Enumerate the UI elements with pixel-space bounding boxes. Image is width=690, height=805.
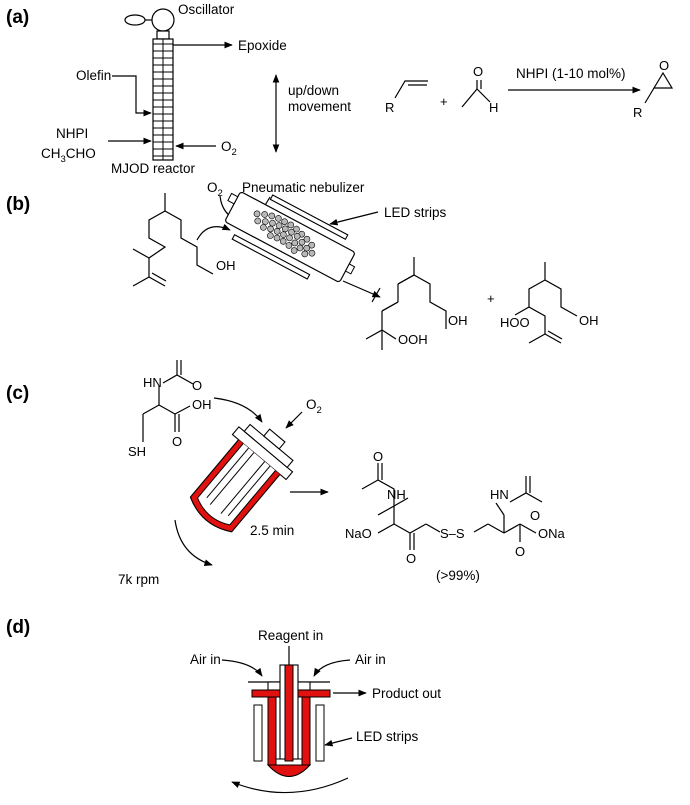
svg-text:O: O <box>515 544 525 559</box>
panel-c: (c) HN O OH O SH O2 <box>6 360 566 587</box>
svg-text:NH: NH <box>387 487 406 502</box>
plus-sign-a: + <box>440 94 448 109</box>
epoxide-structure: R O <box>633 58 674 120</box>
svg-text:OH: OH <box>192 397 212 412</box>
reagent-in-label: Reagent in <box>258 628 323 643</box>
svg-text:OH: OH <box>579 313 599 328</box>
spinning-disk-reactor <box>248 664 331 777</box>
svg-text:O: O <box>530 508 540 523</box>
ch3cho-label: CH3CHO <box>41 146 96 165</box>
svg-text:HN: HN <box>143 375 162 390</box>
o2-label-c: O2 <box>306 397 322 416</box>
spinning-reactor <box>189 423 294 533</box>
svg-text:OOH: OOH <box>398 332 428 347</box>
svg-text:ONa: ONa <box>538 526 566 541</box>
svg-text:O: O <box>659 58 669 73</box>
yield-label: (>99%) <box>436 568 480 583</box>
svg-text:NaO: NaO <box>345 526 372 541</box>
air-in-right-label: Air in <box>355 652 386 667</box>
product-tertiary-hydroperoxide: OH HOO <box>500 262 599 344</box>
led-strips-label-b: LED strips <box>384 205 447 220</box>
mjod-reactor-label: MJOD reactor <box>111 161 196 176</box>
panel-b: (b) OH O2 Pneumatic nebulizer <box>6 180 599 350</box>
n-acetylcysteine-structure: HN O OH O SH <box>128 360 212 459</box>
air-in-left-label: Air in <box>190 652 221 667</box>
olefin-label: Olefin <box>76 68 111 83</box>
panel-a: (a) Oscillator Epoxide Olefin NHPI CH3CH… <box>6 2 674 176</box>
plus-sign-b: + <box>487 291 495 306</box>
svg-text:S–S: S–S <box>440 526 465 541</box>
panel-b-label: (b) <box>6 194 30 215</box>
disulfide-product-structure: NH O NaO O S–S HN O ONa O <box>345 449 566 566</box>
svg-text:HOO: HOO <box>500 315 530 330</box>
svg-text:R: R <box>633 105 642 120</box>
svg-text:R: R <box>385 100 394 115</box>
o2-label-b: O2 <box>207 180 223 199</box>
rpm-label: 7k rpm <box>118 572 159 587</box>
movement-label-line1: up/down <box>288 83 339 98</box>
svg-text:OH: OH <box>448 313 468 328</box>
svg-text:O: O <box>473 64 483 79</box>
nebulizer-label: Pneumatic nebulizer <box>242 180 365 195</box>
olefin-structure: R <box>385 80 428 115</box>
panel-d: (d) Reagent in Air in Air in Product out… <box>6 617 441 794</box>
svg-text:O: O <box>373 449 383 464</box>
svg-text:O: O <box>406 551 416 566</box>
product-allylic-hydroperoxide: OH OOH <box>365 257 468 350</box>
reaction-condition: NHPI (1-10 mol%) <box>516 66 626 81</box>
svg-text:SH: SH <box>128 444 146 459</box>
svg-text:H: H <box>489 100 498 115</box>
svg-text:OH: OH <box>216 258 236 273</box>
oscillator-icon <box>124 8 175 32</box>
movement-label-line2: movement <box>288 99 351 114</box>
acetaldehyde-structure: O H <box>461 64 498 115</box>
o2-label-a: O2 <box>221 139 237 158</box>
product-out-label: Product out <box>372 686 441 701</box>
svg-text:HN: HN <box>490 487 509 502</box>
panel-d-label: (d) <box>6 617 30 638</box>
mjod-reactor-column <box>152 30 174 161</box>
panel-a-label: (a) <box>6 7 29 28</box>
citronellol-structure: OH <box>132 193 236 287</box>
epoxide-label: Epoxide <box>238 38 287 53</box>
droplet-cloud <box>253 210 316 258</box>
oscillator-label: Oscillator <box>178 2 235 17</box>
nebulizer-tube <box>225 191 356 283</box>
svg-text:O: O <box>192 378 202 393</box>
led-strips-label-d: LED strips <box>356 729 419 744</box>
panel-c-label: (c) <box>6 383 29 404</box>
svg-text:O: O <box>172 434 182 449</box>
nhpi-label: NHPI <box>56 126 88 141</box>
reaction-time-label: 2.5 min <box>250 523 294 538</box>
